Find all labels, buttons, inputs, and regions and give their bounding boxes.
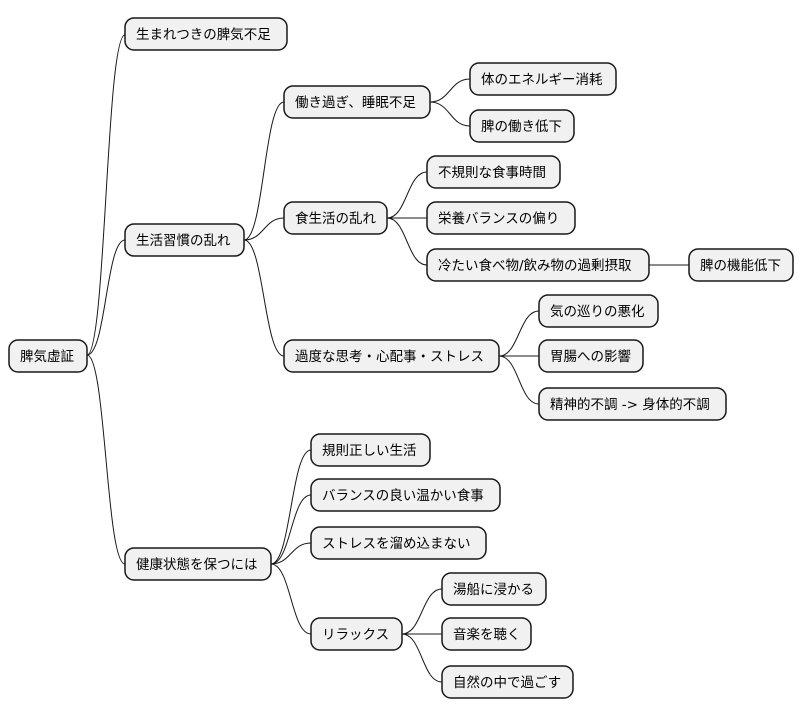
edge-relax-bath	[401, 588, 443, 635]
node-stress[interactable]: 過度な思考・心配事・ストレス	[283, 339, 500, 373]
node-box	[688, 248, 794, 282]
node-energy-loss[interactable]: 体のエネルギー消耗	[469, 62, 617, 96]
node-spleen-decline[interactable]: 脾の働き低下	[469, 109, 575, 143]
edge-root-health	[86, 354, 126, 565]
node-qi-circulation[interactable]: 気の巡りの悪化	[538, 294, 659, 328]
node-label: 過度な思考・心配事・ストレス	[295, 349, 484, 365]
node-warm-meals[interactable]: バランスの良い温かい食事	[310, 478, 501, 512]
node-box	[310, 617, 403, 651]
node-root[interactable]: 脾気虚証	[8, 339, 88, 373]
node-box	[469, 62, 617, 96]
node-box	[441, 665, 574, 699]
node-box	[283, 85, 431, 119]
nodes: 脾気虚証 生まれつきの脾気不足 生活習慣の乱れ 健康状態を保つには 働き過ぎ、睡…	[8, 17, 794, 699]
node-regular-life[interactable]: 規則正しい生活	[310, 433, 431, 467]
node-nutrition-imbalance[interactable]: 栄養バランスの偏り	[426, 201, 576, 235]
node-label: 脾の働き低下	[481, 119, 562, 135]
node-label: 気の巡りの悪化	[550, 304, 645, 320]
node-label: 冷たい食べ物/飲み物の過剰摂取	[438, 257, 632, 274]
node-label: 栄養バランスの偏り	[438, 210, 559, 227]
node-box	[310, 478, 501, 512]
node-irregular-meals[interactable]: 不規則な食事時間	[426, 155, 561, 189]
edge-health-meal	[270, 494, 312, 565]
edge-overwork-energy	[429, 78, 471, 103]
edge-stress-qi	[498, 310, 540, 357]
node-box	[310, 526, 487, 560]
edge-diet-irregular	[386, 171, 428, 219]
edge-root-birth	[86, 34, 126, 356]
node-label: 生まれつきの脾気不足	[136, 27, 271, 43]
connector-lines	[86, 34, 689, 683]
node-gut-impact[interactable]: 胃腸への影響	[538, 339, 644, 373]
node-nature[interactable]: 自然の中で過ごす	[441, 665, 574, 699]
node-box	[426, 248, 650, 282]
node-cold-food-excess[interactable]: 冷たい食べ物/飲み物の過剰摂取	[426, 248, 650, 282]
node-label: 規則正しい生活	[322, 443, 417, 459]
edge-root-lifestyle	[86, 239, 126, 356]
node-box	[441, 617, 532, 651]
node-box	[124, 547, 272, 581]
node-box	[538, 294, 659, 328]
node-label: リラックス	[322, 627, 389, 643]
node-label: 精神的不調 -> 身体的不調	[550, 397, 710, 413]
node-spleen-function-decline[interactable]: 脾の機能低下	[688, 248, 794, 282]
node-box	[538, 339, 644, 373]
node-bath[interactable]: 湯船に浸かる	[441, 572, 547, 606]
node-label: 働き過ぎ、睡眠不足	[295, 95, 416, 111]
node-label: 生活習慣の乱れ	[136, 233, 231, 249]
node-label: バランスの良い温かい食事	[322, 487, 484, 504]
node-mental-to-physical[interactable]: 精神的不調 -> 身体的不調	[538, 387, 727, 421]
node-no-stress-buildup[interactable]: ストレスを溜め込まない	[310, 526, 487, 560]
node-keep-health[interactable]: 健康状態を保つには	[124, 547, 272, 581]
node-box	[124, 223, 245, 257]
node-label: 脾気虚証	[20, 349, 74, 365]
edge-lifestyle-overwork	[243, 101, 285, 241]
node-lifestyle-disorder[interactable]: 生活習慣の乱れ	[124, 223, 245, 257]
node-box	[426, 201, 576, 235]
node-label: 自然の中で過ごす	[453, 674, 561, 691]
node-box	[283, 201, 388, 235]
node-label: 湯船に浸かる	[453, 581, 534, 598]
node-box	[283, 339, 500, 373]
edge-relax-nature	[401, 633, 443, 683]
node-label: 脾の機能低下	[700, 258, 781, 274]
edge-overwork-spleen	[429, 101, 471, 127]
node-label: 体のエネルギー消耗	[481, 72, 603, 88]
edge-health-nostress	[270, 542, 312, 565]
node-box	[441, 572, 547, 606]
node-box	[469, 109, 575, 143]
node-label: 食生活の乱れ	[295, 210, 376, 227]
node-music[interactable]: 音楽を聴く	[441, 617, 532, 651]
node-label: 胃腸への影響	[550, 348, 631, 365]
node-label: ストレスを溜め込まない	[322, 536, 471, 552]
node-box	[310, 433, 431, 467]
node-box	[124, 17, 288, 51]
node-birth-deficiency[interactable]: 生まれつきの脾気不足	[124, 17, 288, 51]
node-diet-disorder[interactable]: 食生活の乱れ	[283, 201, 388, 235]
edge-diet-cold	[386, 217, 428, 266]
edge-lifestyle-diet	[243, 217, 285, 241]
edge-health-regular	[270, 449, 312, 565]
node-label: 音楽を聴く	[453, 626, 521, 643]
edge-lifestyle-stress	[243, 239, 285, 357]
edge-stress-mental	[498, 355, 540, 405]
node-relax[interactable]: リラックス	[310, 617, 403, 651]
node-overwork[interactable]: 働き過ぎ、睡眠不足	[283, 85, 431, 119]
node-label: 健康状態を保つには	[136, 556, 258, 573]
node-box	[426, 155, 561, 189]
node-box	[8, 339, 88, 373]
edge-health-relax	[270, 563, 312, 635]
node-label: 不規則な食事時間	[438, 164, 546, 181]
node-box	[538, 387, 727, 421]
